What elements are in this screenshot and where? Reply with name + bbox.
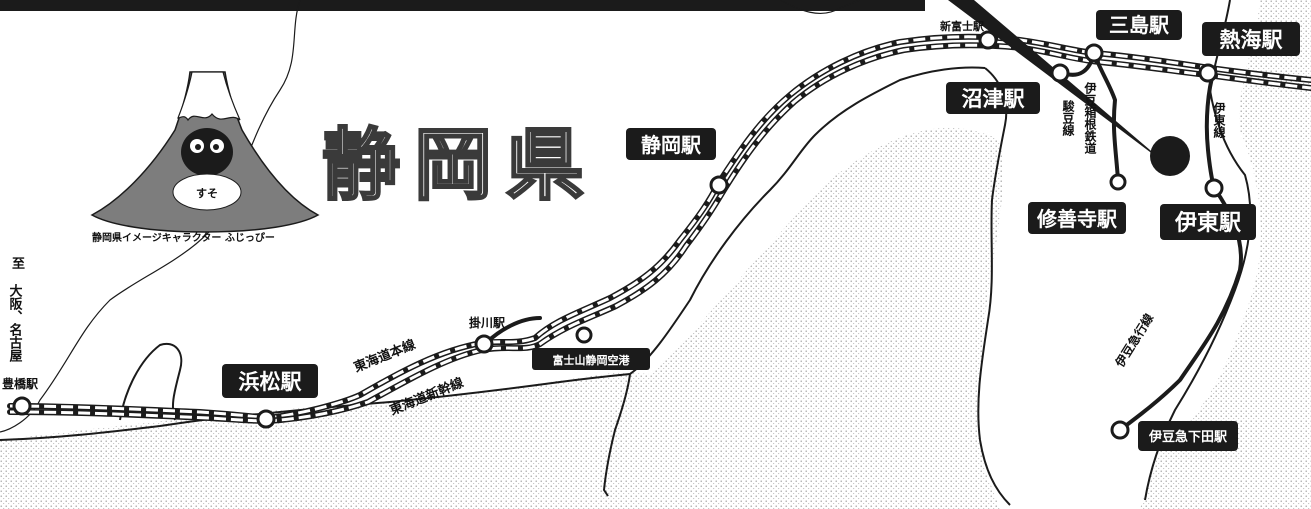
station-dot-toyohashi bbox=[12, 396, 32, 416]
label-shuzenji: 修善寺駅 bbox=[1028, 202, 1126, 234]
label-airport-text: 富士山静岡空港 bbox=[553, 353, 631, 367]
mascot-body-patch bbox=[172, 173, 242, 211]
prefecture-border-north bbox=[779, 0, 861, 15]
coastline-omaezaki bbox=[603, 373, 631, 497]
label-izukyu: 伊豆急行線 bbox=[1111, 311, 1156, 371]
label-airport: 富士山静岡空港 bbox=[532, 348, 650, 370]
direction-note: 至 大阪、名古屋 bbox=[7, 257, 26, 363]
label-izu-hakone: 伊豆箱根鉄道 bbox=[1083, 81, 1097, 155]
mascot-pupil-right bbox=[213, 144, 219, 150]
label-ito: 伊東駅 bbox=[1160, 204, 1256, 240]
direction-text: 大阪、名古屋 bbox=[7, 283, 23, 363]
station-dot-shuzenji bbox=[1109, 173, 1127, 191]
label-mishima: 三島駅 bbox=[1096, 10, 1182, 40]
mascot-caption: 静岡県イメージキャラクター ふじっぴー bbox=[92, 231, 275, 244]
sea-area-suruga-bay bbox=[610, 127, 1003, 509]
label-toyohashi: 豊橋駅 bbox=[2, 376, 39, 391]
mascot-body-text: すそ bbox=[196, 187, 218, 200]
coastline-lake-hamana bbox=[119, 342, 183, 421]
label-izukyu-shimoda: 伊豆急下田駅 bbox=[1138, 421, 1238, 451]
station-dot-numazu bbox=[1050, 63, 1070, 83]
station-dot-shin-fuji bbox=[978, 30, 998, 50]
label-atami: 熱海駅 bbox=[1202, 22, 1300, 56]
shinkansen-rail-inner bbox=[9, 43, 1311, 423]
label-ito-text: 伊東駅 bbox=[1174, 210, 1241, 236]
label-shuzenji-text: 修善寺駅 bbox=[1036, 207, 1117, 231]
station-markers bbox=[12, 30, 1224, 440]
location-marker bbox=[1150, 136, 1190, 176]
coastline-izu-west bbox=[977, 67, 1011, 506]
sea-area-sagami-bay bbox=[1140, 0, 1311, 509]
station-dot-hamamatsu bbox=[256, 409, 276, 429]
top-banner-bar bbox=[0, 0, 925, 11]
label-numazu-text: 沼津駅 bbox=[962, 87, 1026, 111]
prefecture-title: 静岡県 bbox=[322, 120, 598, 211]
direction-prefix: 至 bbox=[12, 257, 25, 272]
label-sunzu: 駿豆線 bbox=[1061, 99, 1075, 137]
label-atami-text: 熱海駅 bbox=[1220, 28, 1284, 52]
sea-area-south bbox=[0, 372, 700, 509]
airport-dot bbox=[575, 326, 593, 344]
mascot-face bbox=[181, 128, 233, 176]
station-dot-atami bbox=[1198, 63, 1218, 83]
station-dot-shizuoka bbox=[709, 175, 729, 195]
station-dot-kakegawa bbox=[474, 334, 494, 354]
label-shin-fuji: 新富士駅 bbox=[940, 19, 984, 33]
tokaido-rail-inner bbox=[9, 35, 1311, 420]
mascot-snow-cap bbox=[177, 71, 241, 122]
label-shizuoka: 静岡駅 bbox=[626, 128, 716, 160]
station-dot-shimoda bbox=[1110, 420, 1130, 440]
station-dot-ito bbox=[1204, 178, 1224, 198]
mascot-illustration: すそ bbox=[90, 71, 320, 233]
label-shizuoka-text: 静岡駅 bbox=[641, 133, 701, 157]
label-mishima-text: 三島駅 bbox=[1109, 13, 1169, 37]
prefecture-border-west bbox=[0, 0, 301, 433]
mascot-pupil-left bbox=[195, 144, 201, 150]
station-dot-mishima bbox=[1084, 43, 1104, 63]
label-hamamatsu-text: 浜松駅 bbox=[239, 370, 303, 394]
label-numazu: 沼津駅 bbox=[946, 82, 1040, 114]
label-kakegawa: 掛川駅 bbox=[469, 315, 506, 330]
label-ito-line: 伊東線 bbox=[1212, 101, 1226, 139]
izu-hakone-line bbox=[1092, 51, 1120, 182]
label-hamamatsu: 浜松駅 bbox=[222, 364, 318, 398]
label-izukyu-shimoda-text: 伊豆急下田駅 bbox=[1148, 429, 1228, 445]
